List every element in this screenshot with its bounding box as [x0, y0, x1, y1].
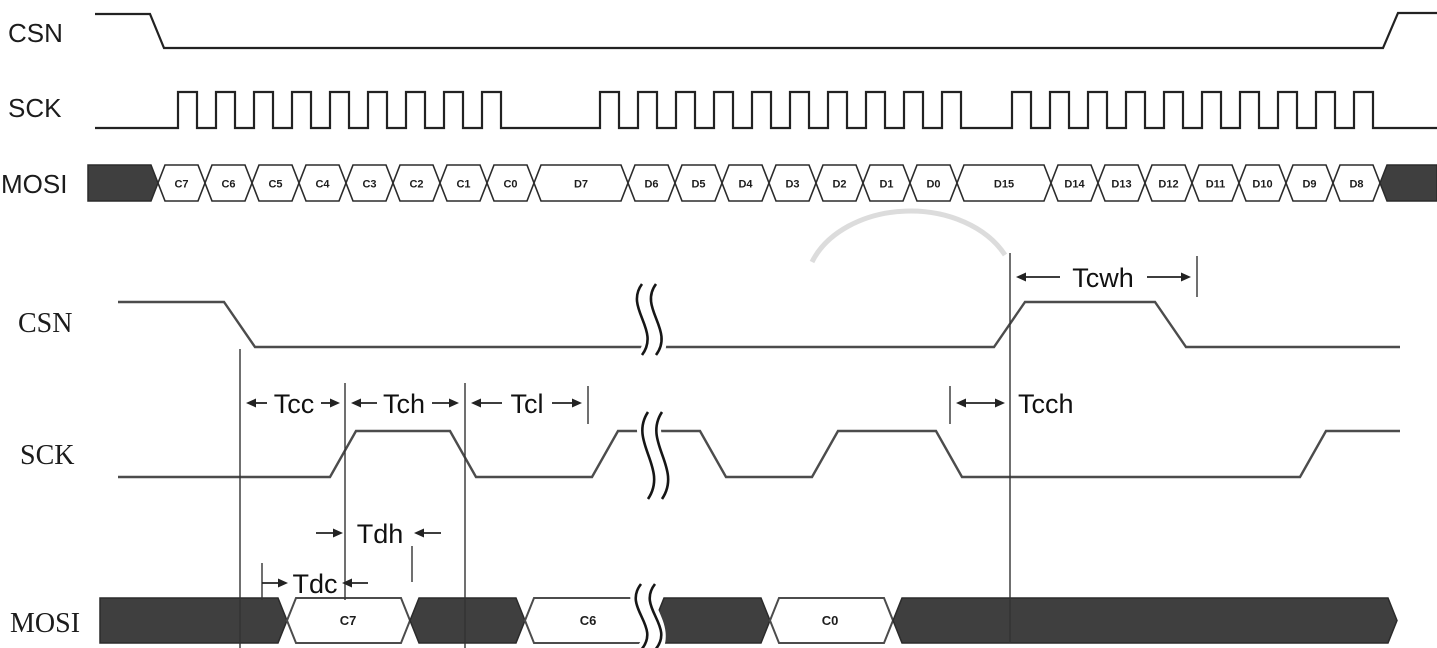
tdc-label: Tdc [292, 569, 337, 599]
top-mosi-cell-label: C3 [362, 179, 376, 191]
top-mosi-cell-label: D10 [1252, 179, 1272, 191]
bottom-csn-label: CSN [18, 308, 72, 339]
break-symbols [630, 272, 673, 648]
tcc-label: Tcc [274, 389, 315, 419]
top-csn-label: CSN [8, 18, 63, 48]
tdh-arrowhead-left [333, 528, 343, 538]
csn-break-squiggle-1 [635, 283, 649, 356]
tcwh-arrowhead-left [1016, 272, 1026, 282]
tcl-label: Tcl [511, 389, 544, 419]
tcl-arrowhead-right [572, 398, 582, 408]
top-mosi-cell-label: D15 [994, 179, 1014, 191]
top-mosi-cell-label: D1 [879, 179, 893, 191]
bottom-mosi-cell-c7-label: C7 [340, 613, 357, 628]
bottom-mosi-cell-c6-label: C6 [580, 613, 597, 628]
top-csn-wave [95, 11, 1437, 50]
tch-label: Tch [383, 389, 425, 419]
bottom-bus-idle-2 [409, 597, 526, 644]
bottom-csn-wave [118, 300, 1400, 349]
tcwh-arrowhead-right [1181, 272, 1191, 282]
top-mosi-cell-label: C7 [174, 179, 188, 191]
top-mosi-cell-label: D12 [1158, 179, 1178, 191]
mosi-break-mask [630, 572, 666, 648]
tcch-arrowhead-left [956, 398, 966, 408]
top-mosi-cell-label: D5 [691, 179, 705, 191]
mosi-break-squiggle-1 [634, 583, 649, 648]
bottom-mosi-bus: C7 C6 C0 [99, 597, 1398, 644]
top-mosi-cell-label: C6 [221, 179, 235, 191]
top-bus-idle-end [1379, 164, 1437, 202]
tcl-annotation: Tcl [471, 389, 582, 419]
bottom-sck-label: SCK [20, 440, 74, 471]
tcch-annotation: Tcch [956, 389, 1074, 419]
top-mosi-cell-label: D8 [1349, 179, 1363, 191]
top-timing-diagram: CSN SCK MOSI C7 C6 C5 C4 C3 C2 C1 C0 D7 D6 D5 D4 D3 D… [1, 11, 1437, 202]
tcch-arrowhead-right [995, 398, 1005, 408]
tcc-annotation: Tcc [246, 389, 340, 419]
sck-break-squiggle-1 [641, 411, 656, 500]
watermark-arc [809, 208, 1008, 264]
top-bus-idle-start [87, 164, 159, 202]
top-mosi-cells: C7 C6 C5 C4 C3 C2 C1 C0 D7 D6 D5 D4 D3 D2 D1 D0 D15 D14 D1… [157, 164, 1381, 202]
tdc-arrowhead-right [342, 578, 352, 588]
csn-break-mask [631, 272, 667, 365]
tcl-arrowhead-left [471, 398, 481, 408]
top-mosi-cell-label: D13 [1111, 179, 1131, 191]
tcch-label: Tcch [1018, 389, 1074, 419]
bottom-mosi-label: MOSI [10, 608, 80, 639]
tdc-annotation: Tdc [262, 569, 368, 599]
bottom-sck-wave [118, 429, 1400, 479]
tdc-arrowhead-left [278, 578, 288, 588]
reference-lines [239, 253, 1198, 648]
top-mosi-bus: C7 C6 C5 C4 C3 C2 C1 C0 D7 D6 D5 D4 D3 D2 D1 D0 D15 D14 D1… [87, 164, 1437, 202]
top-mosi-cell-label: D3 [785, 179, 799, 191]
tcwh-annotation: Tcwh [1016, 263, 1191, 293]
bottom-mosi-cell-c0-label: C0 [822, 613, 839, 628]
top-mosi-cell-label: C1 [456, 179, 470, 191]
tch-arrowhead-right [449, 398, 459, 408]
top-mosi-cell-label: D11 [1206, 179, 1226, 191]
top-mosi-label: MOSI [1, 169, 67, 199]
bottom-timing-diagram: CSN SCK MOSI C7 C6 C0 [10, 253, 1400, 648]
top-mosi-cell-label: C4 [315, 179, 330, 191]
top-mosi-cell-label: D7 [574, 179, 588, 191]
top-mosi-cell-label: C5 [268, 179, 282, 191]
top-mosi-cell-label: C0 [503, 179, 517, 191]
bottom-bus-idle-3 [654, 597, 771, 644]
top-mosi-cell-label: D14 [1064, 179, 1085, 191]
top-mosi-cell-label: C2 [409, 179, 423, 191]
top-mosi-cell-label: D6 [644, 179, 658, 191]
tdh-arrowhead-right [414, 528, 424, 538]
tch-annotation: Tch [351, 389, 459, 419]
tdh-label: Tdh [357, 519, 404, 549]
top-sck-wave [95, 90, 1437, 130]
tcc-arrowhead-right [330, 398, 340, 408]
top-mosi-cell-label: D0 [926, 179, 940, 191]
bottom-bus-idle-1 [99, 597, 288, 644]
csn-break-squiggle-2 [649, 283, 663, 356]
sck-break-squiggle-2 [655, 411, 670, 500]
tcwh-label: Tcwh [1072, 263, 1134, 293]
bottom-bus-idle-4 [892, 597, 1398, 644]
tcc-arrowhead-left [246, 398, 256, 408]
top-mosi-cell-label: D9 [1302, 179, 1316, 191]
top-mosi-cell-label: D2 [832, 179, 846, 191]
tch-arrowhead-left [351, 398, 361, 408]
top-mosi-cell-label: D4 [738, 179, 753, 191]
sck-break-mask [637, 401, 673, 510]
tdh-annotation: Tdh [316, 519, 441, 549]
mosi-break-squiggle-2 [648, 583, 663, 648]
top-sck-label: SCK [8, 93, 62, 123]
